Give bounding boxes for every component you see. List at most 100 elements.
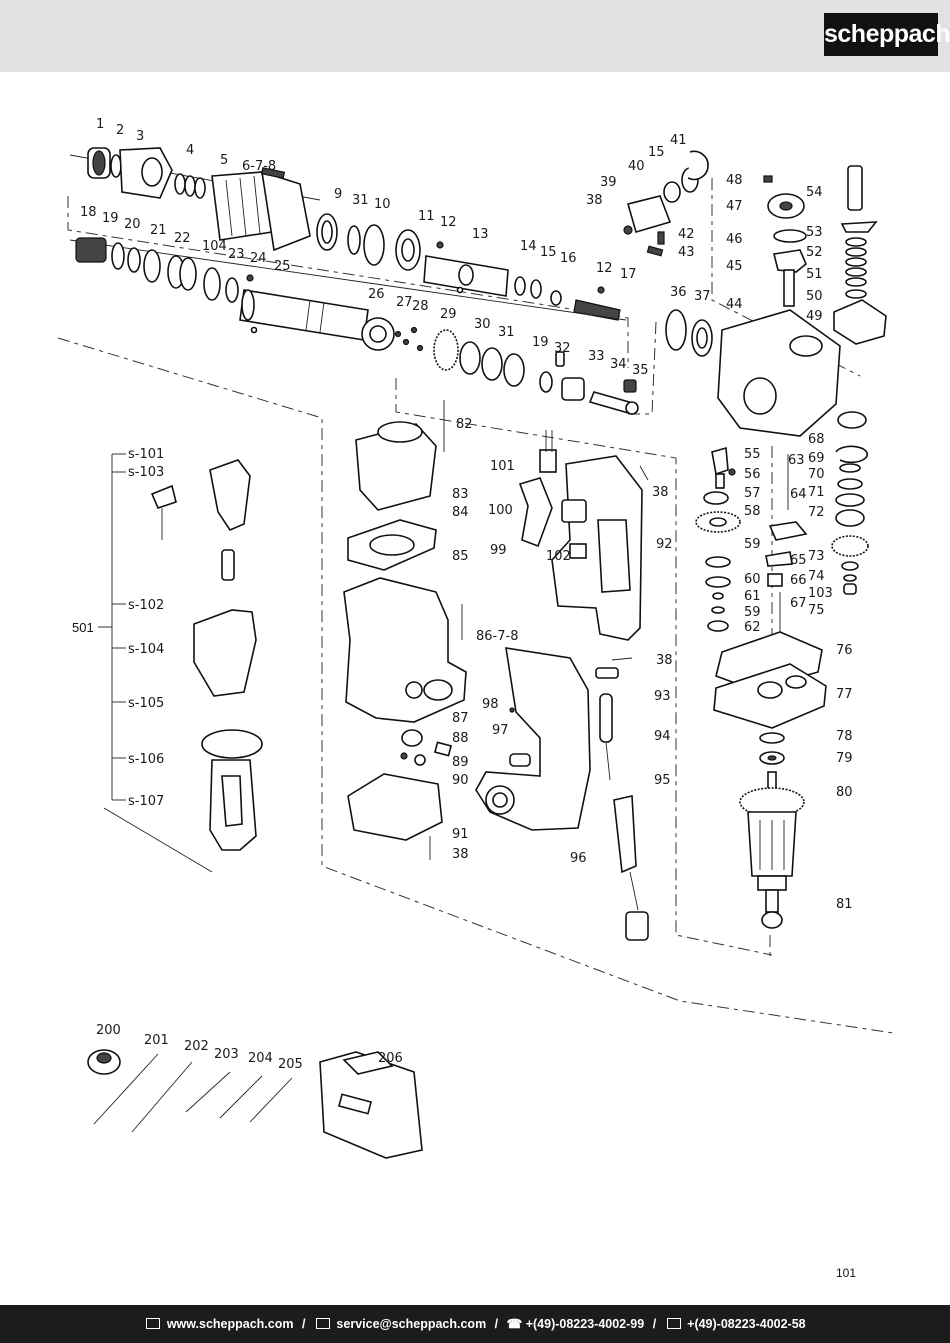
part-label: 33 bbox=[588, 349, 605, 364]
part-label: s-106 bbox=[128, 752, 164, 767]
part-label: 52 bbox=[806, 245, 823, 260]
part-label: 20 bbox=[124, 217, 141, 232]
part-label: 80 bbox=[836, 785, 853, 800]
part-label: 29 bbox=[440, 307, 457, 322]
phone-number: +(49)-08223-4002-99 bbox=[525, 1317, 645, 1331]
part-label: 30 bbox=[474, 317, 491, 332]
part-label: 57 bbox=[744, 486, 761, 501]
monitor-icon bbox=[146, 1318, 161, 1329]
part-label: 92 bbox=[656, 537, 673, 552]
part-label: 203 bbox=[214, 1047, 239, 1062]
part-label: 91 bbox=[452, 827, 469, 842]
phone-icon: ☎ bbox=[506, 1317, 523, 1331]
part-label: 84 bbox=[452, 505, 469, 520]
part-label: 31 bbox=[498, 325, 515, 340]
part-label: 3 bbox=[136, 129, 144, 144]
part-label: 82 bbox=[456, 417, 473, 432]
part-label: 47 bbox=[726, 199, 743, 214]
part-label: 103 bbox=[808, 586, 833, 601]
part-label: 38 bbox=[652, 485, 669, 500]
part-label: s-104 bbox=[128, 642, 164, 657]
part-label: 200 bbox=[96, 1023, 121, 1038]
part-label: 85 bbox=[452, 549, 469, 564]
part-label: s-103 bbox=[128, 465, 164, 480]
part-label: 102 bbox=[546, 549, 571, 564]
website-link[interactable]: www.scheppach.com bbox=[166, 1317, 294, 1331]
part-label: 21 bbox=[150, 223, 167, 238]
part-label: 88 bbox=[452, 731, 469, 746]
part-label: 19 bbox=[532, 335, 549, 350]
assembly-label-501: 501 bbox=[72, 620, 94, 635]
part-label: 93 bbox=[654, 689, 671, 704]
page-number: 101 bbox=[836, 1266, 857, 1280]
part-label: 64 bbox=[790, 487, 807, 502]
part-label: 71 bbox=[808, 485, 825, 500]
part-label: 38 bbox=[452, 847, 469, 862]
part-label: 70 bbox=[808, 467, 825, 482]
part-label: 58 bbox=[744, 504, 761, 519]
part-label: 59 bbox=[744, 537, 761, 552]
part-label: 65 bbox=[790, 553, 807, 568]
motor-housing-and-handle bbox=[343, 400, 649, 941]
part-label: 12 bbox=[596, 261, 613, 276]
part-label: 4 bbox=[186, 143, 194, 158]
envelope-icon bbox=[315, 1318, 330, 1329]
part-label: 61 bbox=[744, 589, 761, 604]
exploded-parts-diagram: 1 2 3 4 5 6-7-8 9 31 10 11 12 13 14 15 1… bbox=[0, 72, 950, 1305]
part-label: 31 bbox=[352, 193, 369, 208]
part-label: 55 bbox=[744, 447, 761, 462]
part-label: 77 bbox=[836, 687, 853, 702]
part-label: 63 bbox=[788, 453, 805, 468]
part-label: 204 bbox=[248, 1051, 273, 1066]
part-label: 32 bbox=[554, 341, 571, 356]
part-label: 56 bbox=[744, 467, 761, 482]
accessories-group bbox=[87, 1049, 423, 1159]
part-label: 34 bbox=[610, 357, 627, 372]
part-label: 5 bbox=[220, 153, 228, 168]
part-label: 2 bbox=[116, 123, 124, 138]
part-label: 43 bbox=[678, 245, 695, 260]
part-number-labels: 1 2 3 4 5 6-7-8 9 31 10 11 12 13 14 15 1… bbox=[72, 117, 853, 1072]
part-label: 45 bbox=[726, 259, 743, 274]
fax-icon bbox=[666, 1318, 681, 1329]
part-label: 42 bbox=[678, 227, 695, 242]
part-label: 50 bbox=[806, 289, 823, 304]
part-label: 22 bbox=[174, 231, 191, 246]
part-label: 62 bbox=[744, 620, 761, 635]
part-label: 37 bbox=[694, 289, 711, 304]
part-label: 46 bbox=[726, 232, 743, 247]
part-label: 51 bbox=[806, 267, 823, 282]
part-label: 75 bbox=[808, 603, 825, 618]
part-label: 98 bbox=[482, 697, 499, 712]
email-link[interactable]: service@scheppach.com bbox=[336, 1317, 487, 1331]
part-label: 44 bbox=[726, 297, 743, 312]
part-label: 15 bbox=[648, 145, 665, 160]
part-label: 87 bbox=[452, 711, 469, 726]
part-label: 59 bbox=[744, 605, 761, 620]
part-label: 26 bbox=[368, 287, 385, 302]
part-label: 27 bbox=[396, 295, 413, 310]
part-label: 67 bbox=[790, 596, 807, 611]
part-label: 104 bbox=[202, 239, 227, 254]
part-label: 100 bbox=[488, 503, 513, 518]
part-label: 16 bbox=[560, 251, 577, 266]
part-label: 83 bbox=[452, 487, 469, 502]
contact-footer: www.scheppach.com / service@scheppach.co… bbox=[0, 1305, 950, 1343]
part-label: 60 bbox=[744, 572, 761, 587]
part-label: 78 bbox=[836, 729, 853, 744]
part-label: 90 bbox=[452, 773, 469, 788]
part-label: 10 bbox=[374, 197, 391, 212]
fax-number: +(49)-08223-4002-58 bbox=[687, 1317, 806, 1331]
part-label: 79 bbox=[836, 751, 853, 766]
part-label: 86-7-8 bbox=[476, 629, 518, 644]
part-label: 95 bbox=[654, 773, 671, 788]
part-label: 54 bbox=[806, 185, 823, 200]
part-label: 35 bbox=[632, 363, 649, 378]
part-label: 74 bbox=[808, 569, 825, 584]
part-label: 19 bbox=[102, 211, 119, 226]
part-label: 41 bbox=[670, 133, 687, 148]
part-label: 39 bbox=[600, 175, 617, 190]
gear-housing-cluster bbox=[623, 150, 887, 437]
part-label: 201 bbox=[144, 1033, 169, 1048]
part-label: 72 bbox=[808, 505, 825, 520]
